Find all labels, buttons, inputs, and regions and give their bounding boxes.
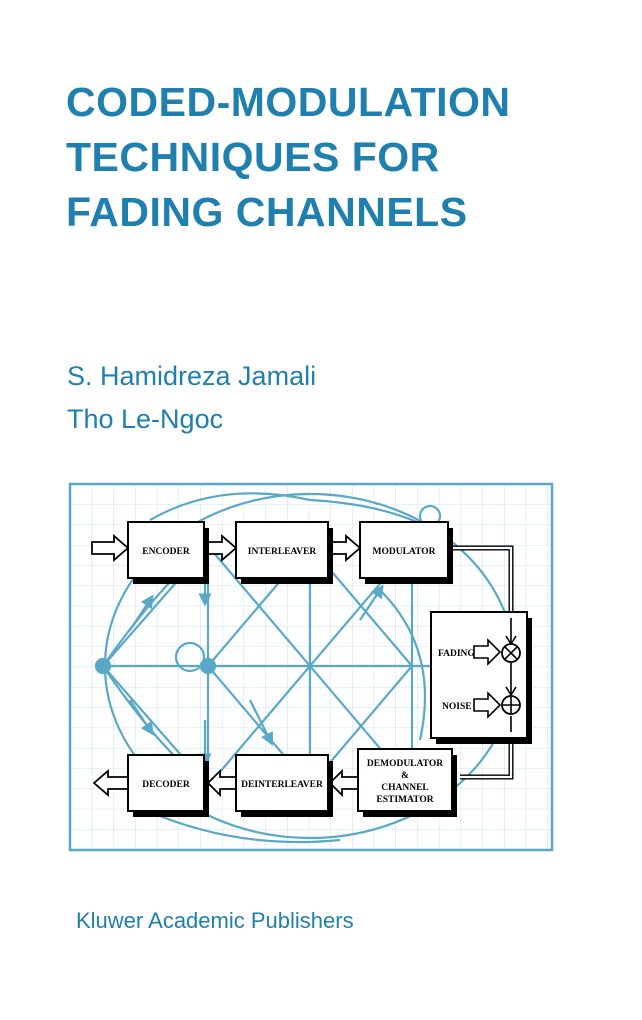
- publisher-name: Kluwer Academic Publishers: [76, 908, 354, 933]
- author-1: S. Hamidreza Jamali: [67, 361, 317, 391]
- channel-block: FADING NOISE: [430, 611, 532, 744]
- title-line-1: CODED-MODULATION: [66, 79, 511, 125]
- encoder-label: ENCODER: [142, 547, 190, 557]
- demodulator-label-2: &: [401, 771, 409, 781]
- modulator-label: MODULATOR: [373, 547, 436, 557]
- title-line-2: TECHNIQUES FOR: [66, 134, 440, 180]
- decoder-block: DECODER: [127, 754, 209, 817]
- fading-label: FADING: [438, 649, 475, 659]
- decoder-label: DECODER: [142, 780, 190, 790]
- title-line-3: FADING CHANNELS: [66, 189, 468, 235]
- author-2: Tho Le-Ngoc: [67, 404, 224, 434]
- demodulator-block: DEMODULATOR & CHANNEL ESTIMATOR: [357, 748, 457, 817]
- authors: S. Hamidreza Jamali Tho Le-Ngoc: [67, 355, 316, 441]
- demodulator-label-3: CHANNEL: [381, 783, 429, 793]
- book-title: CODED-MODULATION TECHNIQUES FOR FADING C…: [66, 75, 511, 240]
- interleaver-block: INTERLEAVER: [235, 521, 333, 584]
- multiplier-icon: [501, 643, 521, 663]
- noise-label: NOISE: [442, 702, 472, 712]
- demodulator-label-4: ESTIMATOR: [376, 795, 433, 805]
- encoder-block: ENCODER: [127, 521, 209, 584]
- modulator-block: MODULATOR: [359, 521, 453, 584]
- deinterleaver-block: DEINTERLEAVER: [235, 754, 333, 817]
- deinterleaver-label: DEINTERLEAVER: [241, 780, 323, 790]
- demodulator-label-1: DEMODULATOR: [367, 759, 443, 769]
- interleaver-label: INTERLEAVER: [248, 547, 317, 557]
- adder-icon: [501, 695, 521, 715]
